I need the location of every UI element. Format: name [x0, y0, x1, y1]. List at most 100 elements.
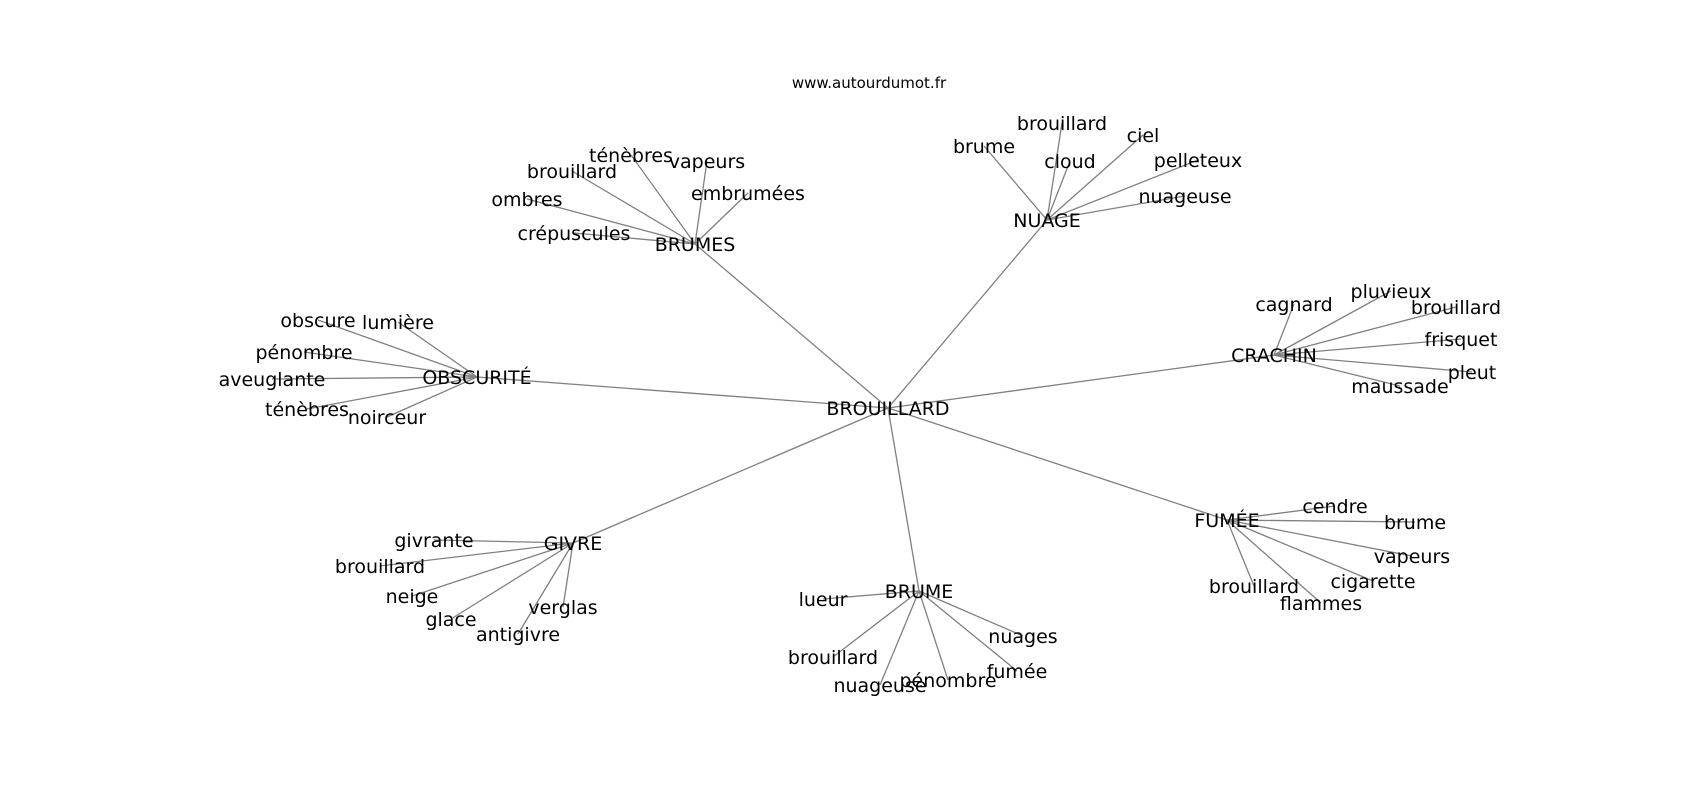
leaf-label-nuage-0: brume	[953, 136, 1015, 158]
edge-givre-5	[517, 542, 574, 635]
leaf-label-nuage-2: cloud	[1044, 151, 1095, 173]
edge-crachin-5	[1273, 354, 1401, 387]
leaf-label-brume-1: nuages	[988, 626, 1057, 648]
edge-root-crachin	[887, 354, 1275, 409]
edge-root-brumes	[694, 243, 889, 409]
edge-nuage-2	[1046, 160, 1071, 221]
leaf-label-crachin-3: frisquet	[1425, 329, 1498, 351]
edge-fumee-3	[1226, 519, 1374, 582]
edge-crachin-1	[1273, 290, 1392, 356]
edge-obscurite-5	[386, 376, 478, 418]
leaf-label-obscurite-0: obscure	[280, 310, 355, 332]
edge-givre-3	[562, 542, 574, 608]
leaf-label-fumee-0: cendre	[1302, 496, 1367, 518]
hub-label-obscurite: OBSCURITÉ	[422, 366, 531, 389]
edge-brumes-4	[526, 198, 696, 245]
leaf-label-crachin-4: pleut	[1448, 362, 1497, 384]
leaf-label-obscurite-4: ténèbres	[265, 399, 349, 421]
edge-nuage-5	[1046, 195, 1186, 221]
graph-edges	[271, 122, 1473, 686]
leaf-label-nuage-4: pelleteux	[1154, 150, 1242, 172]
edge-obscurite-1	[397, 321, 478, 378]
edge-crachin-0	[1273, 303, 1295, 356]
leaf-label-obscurite-5: noirceur	[348, 407, 427, 429]
leaf-label-brume-0: lueur	[799, 589, 848, 611]
edge-brume-3	[918, 590, 1018, 672]
leaf-label-givre-1: brouillard	[335, 556, 425, 578]
leaf-label-brume-3: fumée	[987, 661, 1048, 683]
edge-givre-2	[411, 542, 574, 597]
edge-brume-5	[879, 590, 920, 686]
edge-root-nuage	[887, 219, 1048, 409]
leaf-label-obscurite-3: aveuglante	[219, 369, 326, 391]
edge-nuage-0	[983, 145, 1048, 221]
edge-nuage-1	[1046, 122, 1063, 221]
edge-fumee-2	[1226, 519, 1413, 557]
edge-brumes-2	[571, 170, 696, 245]
leaf-label-givre-3: verglas	[528, 597, 597, 619]
edge-brume-2	[832, 590, 920, 658]
leaf-label-givre-0: givrante	[394, 530, 473, 552]
edge-givre-1	[379, 542, 574, 567]
leaf-label-crachin-2: brouillard	[1411, 297, 1501, 319]
leaf-label-brume-5: nuageuse	[833, 675, 926, 697]
edge-brumes-0	[630, 154, 696, 245]
edge-brumes-5	[573, 232, 696, 245]
edge-crachin-4	[1273, 354, 1473, 373]
edge-crachin-3	[1273, 338, 1462, 356]
leaf-label-obscurite-2: pénombre	[255, 342, 352, 364]
leaf-label-brume-2: brouillard	[788, 647, 878, 669]
root-node-label: BROUILLARD	[826, 398, 949, 420]
graph-labels: www.autourdumot.fr BROUILLARD NUAGE brume…	[219, 74, 1501, 697]
site-credit: www.autourdumot.fr	[792, 74, 947, 92]
edge-fumee-4	[1226, 519, 1255, 587]
hub-label-brume: BRUME	[885, 581, 954, 603]
edge-givre-4	[450, 542, 574, 620]
edge-obscurite-4	[306, 376, 478, 410]
leaf-label-fumee-4: brouillard	[1209, 576, 1299, 598]
edge-root-givre	[572, 407, 889, 544]
leaf-label-nuage-5: nuageuse	[1138, 186, 1231, 208]
edge-brumes-1	[694, 160, 708, 245]
leaf-label-givre-4: glace	[425, 609, 476, 631]
leaf-label-brumes-3: embrumées	[691, 183, 805, 205]
leaf-label-obscurite-1: lumière	[362, 312, 434, 334]
edge-root-brume	[887, 407, 920, 592]
hub-label-brumes: BRUMES	[655, 234, 736, 256]
hub-label-givre: GIVRE	[544, 533, 603, 555]
edge-root-obscurite	[476, 376, 889, 409]
edge-fumee-5	[1226, 519, 1322, 604]
hub-label-crachin: CRACHIN	[1231, 345, 1317, 367]
hub-label-fumee: FUMÉE	[1194, 509, 1259, 532]
leaf-label-brumes-1: vapeurs	[669, 151, 745, 173]
leaf-label-fumee-3: cigarette	[1330, 571, 1415, 593]
leaf-label-nuage-3: ciel	[1127, 125, 1160, 147]
edge-fumee-0	[1226, 505, 1336, 521]
leaf-label-nuage-1: brouillard	[1017, 113, 1107, 135]
hub-label-nuage: NUAGE	[1013, 210, 1081, 232]
edge-brume-0	[822, 590, 920, 600]
edge-brume-4	[918, 590, 949, 681]
edge-root-fumee	[887, 407, 1228, 521]
edge-obscurite-2	[303, 351, 478, 378]
leaf-label-brumes-0: ténèbres	[589, 145, 673, 167]
leaf-label-fumee-1: brume	[1384, 512, 1446, 534]
leaf-label-crachin-0: cagnard	[1255, 294, 1332, 316]
edge-obscurite-3	[271, 376, 478, 380]
leaf-label-brumes-4: ombres	[491, 189, 562, 211]
leaf-label-crachin-1: pluvieux	[1351, 281, 1432, 303]
edge-nuage-4	[1046, 159, 1199, 221]
edge-brume-1	[918, 590, 1024, 637]
leaf-label-givre-2: neige	[386, 586, 439, 608]
leaf-label-crachin-5: maussade	[1351, 376, 1448, 398]
edge-nuage-3	[1046, 134, 1144, 221]
edge-givre-0	[433, 539, 574, 544]
leaf-label-fumee-5: flammes	[1280, 593, 1362, 615]
edge-brumes-3	[694, 192, 749, 245]
edge-crachin-2	[1273, 306, 1457, 356]
leaf-label-brumes-5: crépuscules	[518, 223, 631, 245]
leaf-label-fumee-2: vapeurs	[1374, 546, 1450, 568]
leaf-label-givre-5: antigivre	[476, 624, 560, 646]
leaf-label-brumes-2: brouillard	[527, 161, 617, 183]
